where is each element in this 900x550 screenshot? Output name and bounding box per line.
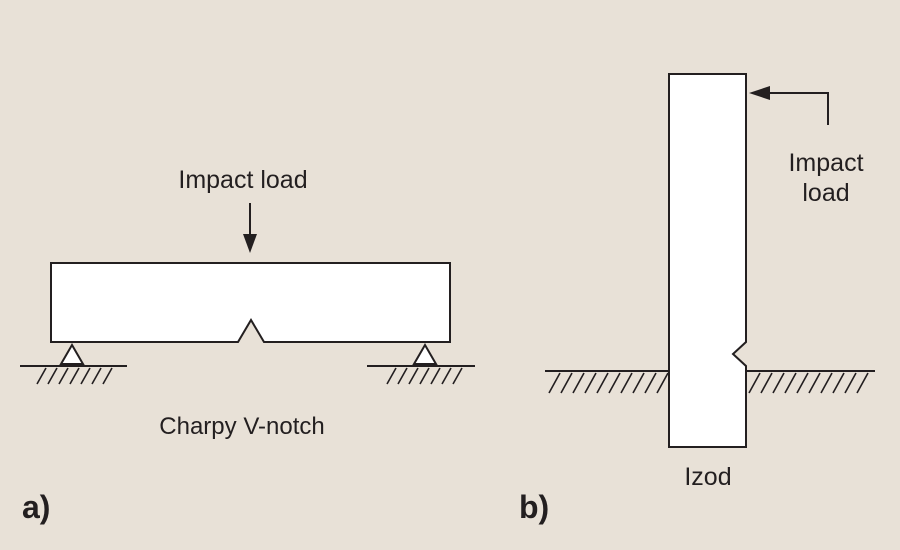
charpy-load-label: Impact load [178, 166, 307, 194]
panel-letter-a: a) [22, 489, 50, 525]
izod-panel: Impact load Izod b) [519, 73, 875, 525]
panel-letter-b: b) [519, 489, 549, 525]
izod-load-label-line1: Impact [788, 149, 863, 177]
charpy-right-support [367, 343, 475, 385]
charpy-panel: Impact load [20, 166, 475, 525]
izod-ground [545, 370, 875, 394]
charpy-load-arrow [243, 203, 257, 253]
izod-caption: Izod [684, 463, 731, 491]
izod-specimen [668, 73, 747, 448]
charpy-specimen [50, 262, 451, 343]
charpy-caption: Charpy V-notch [159, 413, 324, 440]
charpy-left-support [20, 343, 127, 385]
izod-load-arrow [749, 86, 829, 125]
izod-load-label-line2: load [802, 179, 849, 207]
